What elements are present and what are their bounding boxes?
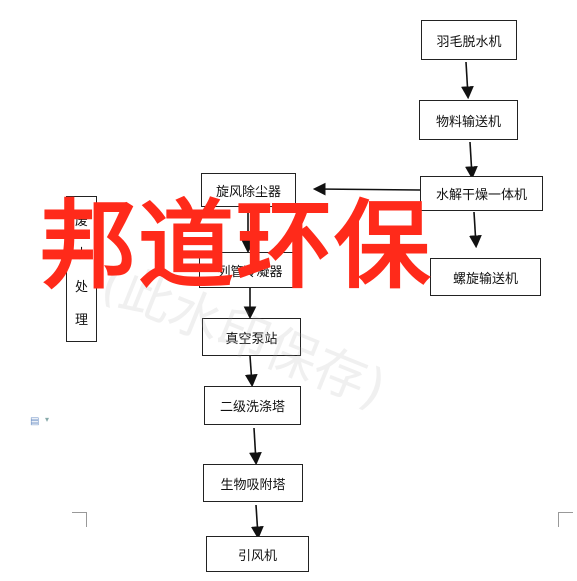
wastewater-char-1: 废 [74,214,88,229]
node-hydrolysis-dryer: 水解干燥一体机 [420,176,543,211]
node-scrubber-2: 二级洗涤塔 [204,386,301,425]
node-material-conveyor: 物料输送机 [419,100,518,140]
node-screw-conveyor: 螺旋输送机 [430,258,541,296]
arrow-vacuum-to-scrubber [244,355,258,388]
node-induced-fan: 引风机 [206,536,309,572]
arrow-bio-to-fan [250,504,264,540]
red-watermark: 邦道环保 [40,190,432,302]
chevron-down-icon[interactable]: ▾ [45,415,50,424]
node-cyclone-dust: 旋风除尘器 [201,173,296,207]
node-tube-condenser: 列管冷凝器 [199,252,301,288]
node-wastewater: 废 水 处 理 [66,196,97,342]
crop-mark-right [558,512,573,527]
arrow-conveyor-to-dryer [465,141,478,180]
wastewater-char-3: 处 [74,280,88,295]
wastewater-char-2: 水 [74,247,88,262]
arrow-dryer-to-cyclone [312,182,421,196]
wastewater-char-4: 理 [74,313,88,328]
document-icon[interactable]: ▤ [30,416,40,427]
node-bio-adsorption: 生物吸附塔 [203,464,303,502]
crop-mark-left [72,512,87,527]
node-feather-dewater: 羽毛脱水机 [421,20,517,60]
node-vacuum-pump: 真空泵站 [202,318,301,356]
arrow-dewater-to-conveyor [461,61,474,100]
arrow-dryer-to-screw [469,211,482,249]
arrow-scrubber-to-bio [249,427,262,466]
